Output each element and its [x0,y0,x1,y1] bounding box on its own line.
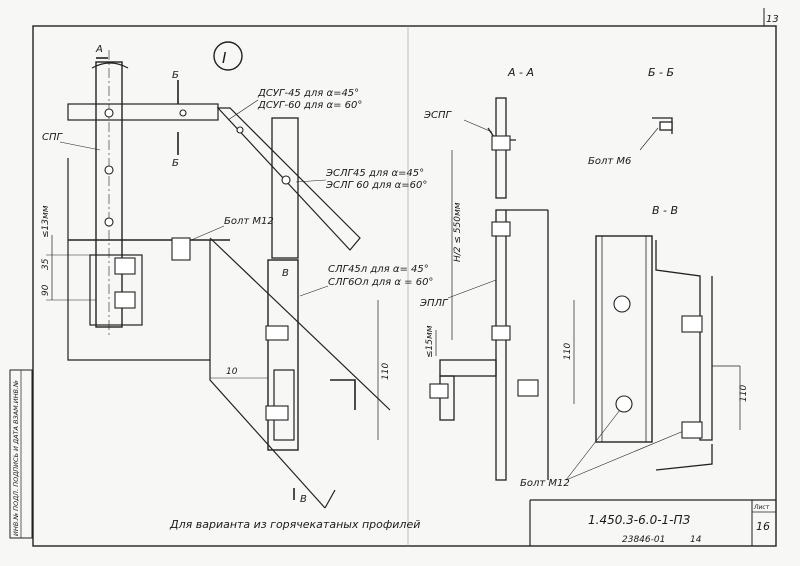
section-vv-bolts [613,295,703,439]
incline-line-upper [209,237,391,411]
label-slg45: СЛГ45л для α= 45° [328,264,429,275]
aa-leader-eplg [447,279,497,299]
dim-10: 10 [226,367,238,377]
aa-lower-post [495,209,507,481]
inventory-number: 23846-01 [622,535,665,545]
bolt-circle [179,109,187,117]
dim-15mm: ≤15мм [425,325,435,358]
diagonal-brace [216,107,361,251]
section-v-label: В [282,268,289,279]
leader-slg [299,285,329,297]
bolt-nut [491,135,511,151]
bolt-nut [681,421,703,439]
bolt-nut [114,291,136,309]
bolt-circle [615,395,633,413]
bolt-nut [171,237,191,261]
label-bolt-m12-vv: Болт М12 [520,478,570,489]
leader-eslg [295,179,327,183]
section-bb-title: Б - Б [648,66,674,79]
section-bb-geometry [639,117,673,151]
horizontal-bar [67,103,219,121]
aa-bottom-angle [439,359,497,377]
dim-90: 90 [41,284,51,296]
label-bolt-m12: Болт М12 [224,216,274,227]
dim-h-550: H/2 ≤ 550мм [453,202,463,262]
bolt-circle [613,295,631,313]
lower-post-plate [273,369,295,441]
label-spg: СПГ [42,132,64,143]
label-eplg: ЭПЛГ [419,298,449,309]
bolt-circle [281,175,291,185]
section-aa-bolts [429,135,539,399]
bolt-circle [104,217,114,227]
vv-channel [595,235,653,443]
post-top-cap [91,62,129,69]
bolt-nut [265,405,289,421]
small-angle [330,379,356,410]
bracket-plate [89,254,143,326]
leader-dcug [227,99,259,121]
dim-110-main: 110 [381,363,391,380]
bolt-nut [265,325,289,341]
detail-circle [213,41,243,71]
side-stamp-text: ИНВ.№ ПОДЛ. ПОДПИСЬ И ДАТА ВЗАМ.ИНВ.№ [12,380,20,536]
label-slg60: СЛГ6Ол для α = 60° [328,277,433,288]
bolt-nut [517,379,539,397]
body-plate [67,158,211,361]
vv-bottom-angle [655,444,713,471]
main-view-bolts [104,108,291,421]
vv-leader-2 [565,429,687,481]
bolt-circle [104,165,114,175]
section-v-label-bottom: В [300,494,307,505]
section-b-label-top: Б [172,70,179,81]
leader-spg [59,141,101,151]
brace-post [271,117,299,259]
bolt-circle [236,126,244,134]
label-espg: ЭСПГ [423,110,452,121]
bolt-nut [681,315,703,333]
bolt-nut [429,383,449,399]
section-vv-geometry [565,235,741,481]
bolt-nut [491,221,511,237]
dim-110-vv-left: 110 [563,343,573,360]
bolt-nut [114,257,136,275]
bb-leader [639,127,659,151]
sheet-number: 16 [756,520,770,533]
dim-13mm: ≤13мм [41,205,51,238]
section-b-label-bottom: Б [172,158,179,169]
dim-35: 35 [41,258,51,270]
lower-post [267,259,299,451]
main-view-geometry [46,50,391,509]
label-bolt-m6: Болт М6 [588,156,631,167]
label-eslg60: ЭСЛГ 60 для α=60° [325,180,427,191]
bb-bolt [659,121,673,131]
incline-tip [324,489,336,509]
detail-circle-label: I [222,49,227,67]
label-eslg45: ЭСЛГ45 для α=45° [325,168,424,179]
incline-line-lower [209,360,326,509]
bolt-circle [104,108,114,118]
section-aa-title: А - А [507,66,534,79]
bolt-nut [491,325,511,341]
drawing-caption: Для варианта из горячекатаных профилей [169,518,420,531]
vv-leader-1 [565,409,621,481]
section-a-label: А [95,44,103,55]
sheet-frame [9,8,777,547]
aa-leader-espg [463,119,493,133]
label-dcug60: ДСУГ-60 для α= 60° [257,100,362,111]
page-corner-number: 13 [766,14,779,25]
bottom-number: 14 [690,535,702,545]
section-vv-title: В - В [652,204,678,217]
label-dcug45: ДСУГ-45 для α=45° [257,88,359,99]
dim-110-vv-right: 110 [739,385,749,402]
outer-frame [32,25,777,547]
sheet-label: Лист [753,504,770,511]
vv-right-profile [655,240,713,441]
document-code: 1.450.3-6.0-1-ПЗ [588,513,691,527]
